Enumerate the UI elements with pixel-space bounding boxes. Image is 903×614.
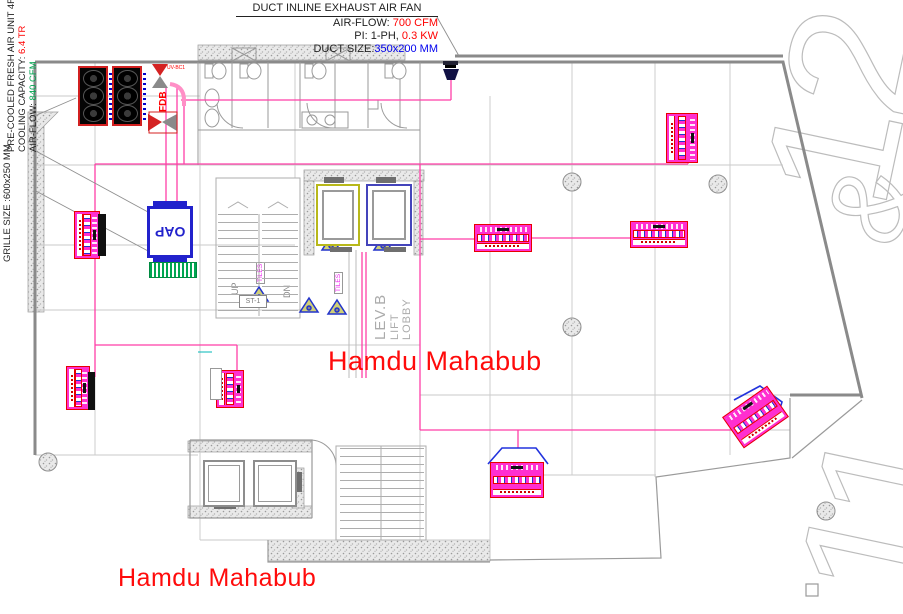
oap-unit: OAP	[147, 206, 193, 258]
exhaust-fan-icon	[443, 61, 459, 80]
fdb-damper-icons	[148, 64, 178, 134]
elevator-shaft	[253, 460, 297, 507]
annotation-title: DUCT INLINE EXHAUST AIR FAN	[236, 2, 438, 17]
terrace-boundary	[189, 398, 863, 597]
fan-icon	[82, 87, 104, 105]
stair-flight	[262, 214, 298, 314]
fan-icon	[116, 87, 138, 105]
fan-icon	[82, 104, 104, 122]
stair-flight	[340, 448, 424, 538]
outer-walls	[33, 54, 864, 455]
unit-tag-ticks	[109, 70, 112, 120]
damper-tag: UV-BC1	[167, 65, 186, 71]
fdb-label: FDB	[158, 91, 169, 112]
oap-cap	[153, 257, 187, 263]
fresh-air-fan-unit	[112, 66, 142, 126]
annotation-row: AIR-FLOW: 700 CFM	[333, 17, 438, 29]
fcu-unit	[66, 366, 90, 410]
fcu-unit	[74, 211, 100, 259]
bottom-name-text: Hamdu Mahabub	[118, 564, 317, 592]
fcu-unit	[666, 113, 698, 163]
fcu-tag-box	[210, 368, 222, 400]
fcu-side-slab	[98, 214, 106, 256]
annotation-row: PI: 1-PH, 0.3 KW	[354, 30, 438, 42]
fan-icon	[116, 70, 138, 88]
elevator-shaft	[316, 184, 360, 246]
main-duct	[169, 82, 186, 106]
fresh-air-fan-unit	[78, 66, 108, 126]
elevator-shaft	[203, 460, 245, 507]
center-name-text: Hamdu Mahabub	[328, 346, 542, 376]
grid-lines	[35, 62, 840, 560]
fcu-unit	[490, 462, 544, 498]
fan-icon	[116, 104, 138, 122]
fcu-unit	[474, 224, 532, 252]
restroom-fixtures	[197, 47, 421, 467]
fresh-air-annotation: PRE-COOLED FRESH AIR UNIT 4F COOLING CAP…	[6, 0, 39, 152]
fcu-unit	[630, 221, 688, 248]
supply-grille	[149, 262, 197, 278]
gray-risers	[198, 250, 357, 378]
duct-fan-annotation: DUCT INLINE EXHAUST AIR FAN AIR-FLOW: 70…	[236, 2, 438, 56]
fcu-side-slab	[88, 372, 95, 410]
oap-cap	[153, 201, 187, 207]
annotation-row: DUCT SIZE:350x200 MM	[313, 43, 438, 55]
grille-size-annotation: GRILLE SIZE :600x250 MM	[2, 144, 13, 262]
unit-tag-ticks	[143, 70, 146, 120]
column-markers	[38, 172, 836, 521]
stair-tag: ST-1	[239, 295, 267, 308]
fan-icon	[82, 70, 104, 88]
elevator-shaft	[366, 184, 412, 246]
oap-label: OAP	[154, 224, 186, 240]
